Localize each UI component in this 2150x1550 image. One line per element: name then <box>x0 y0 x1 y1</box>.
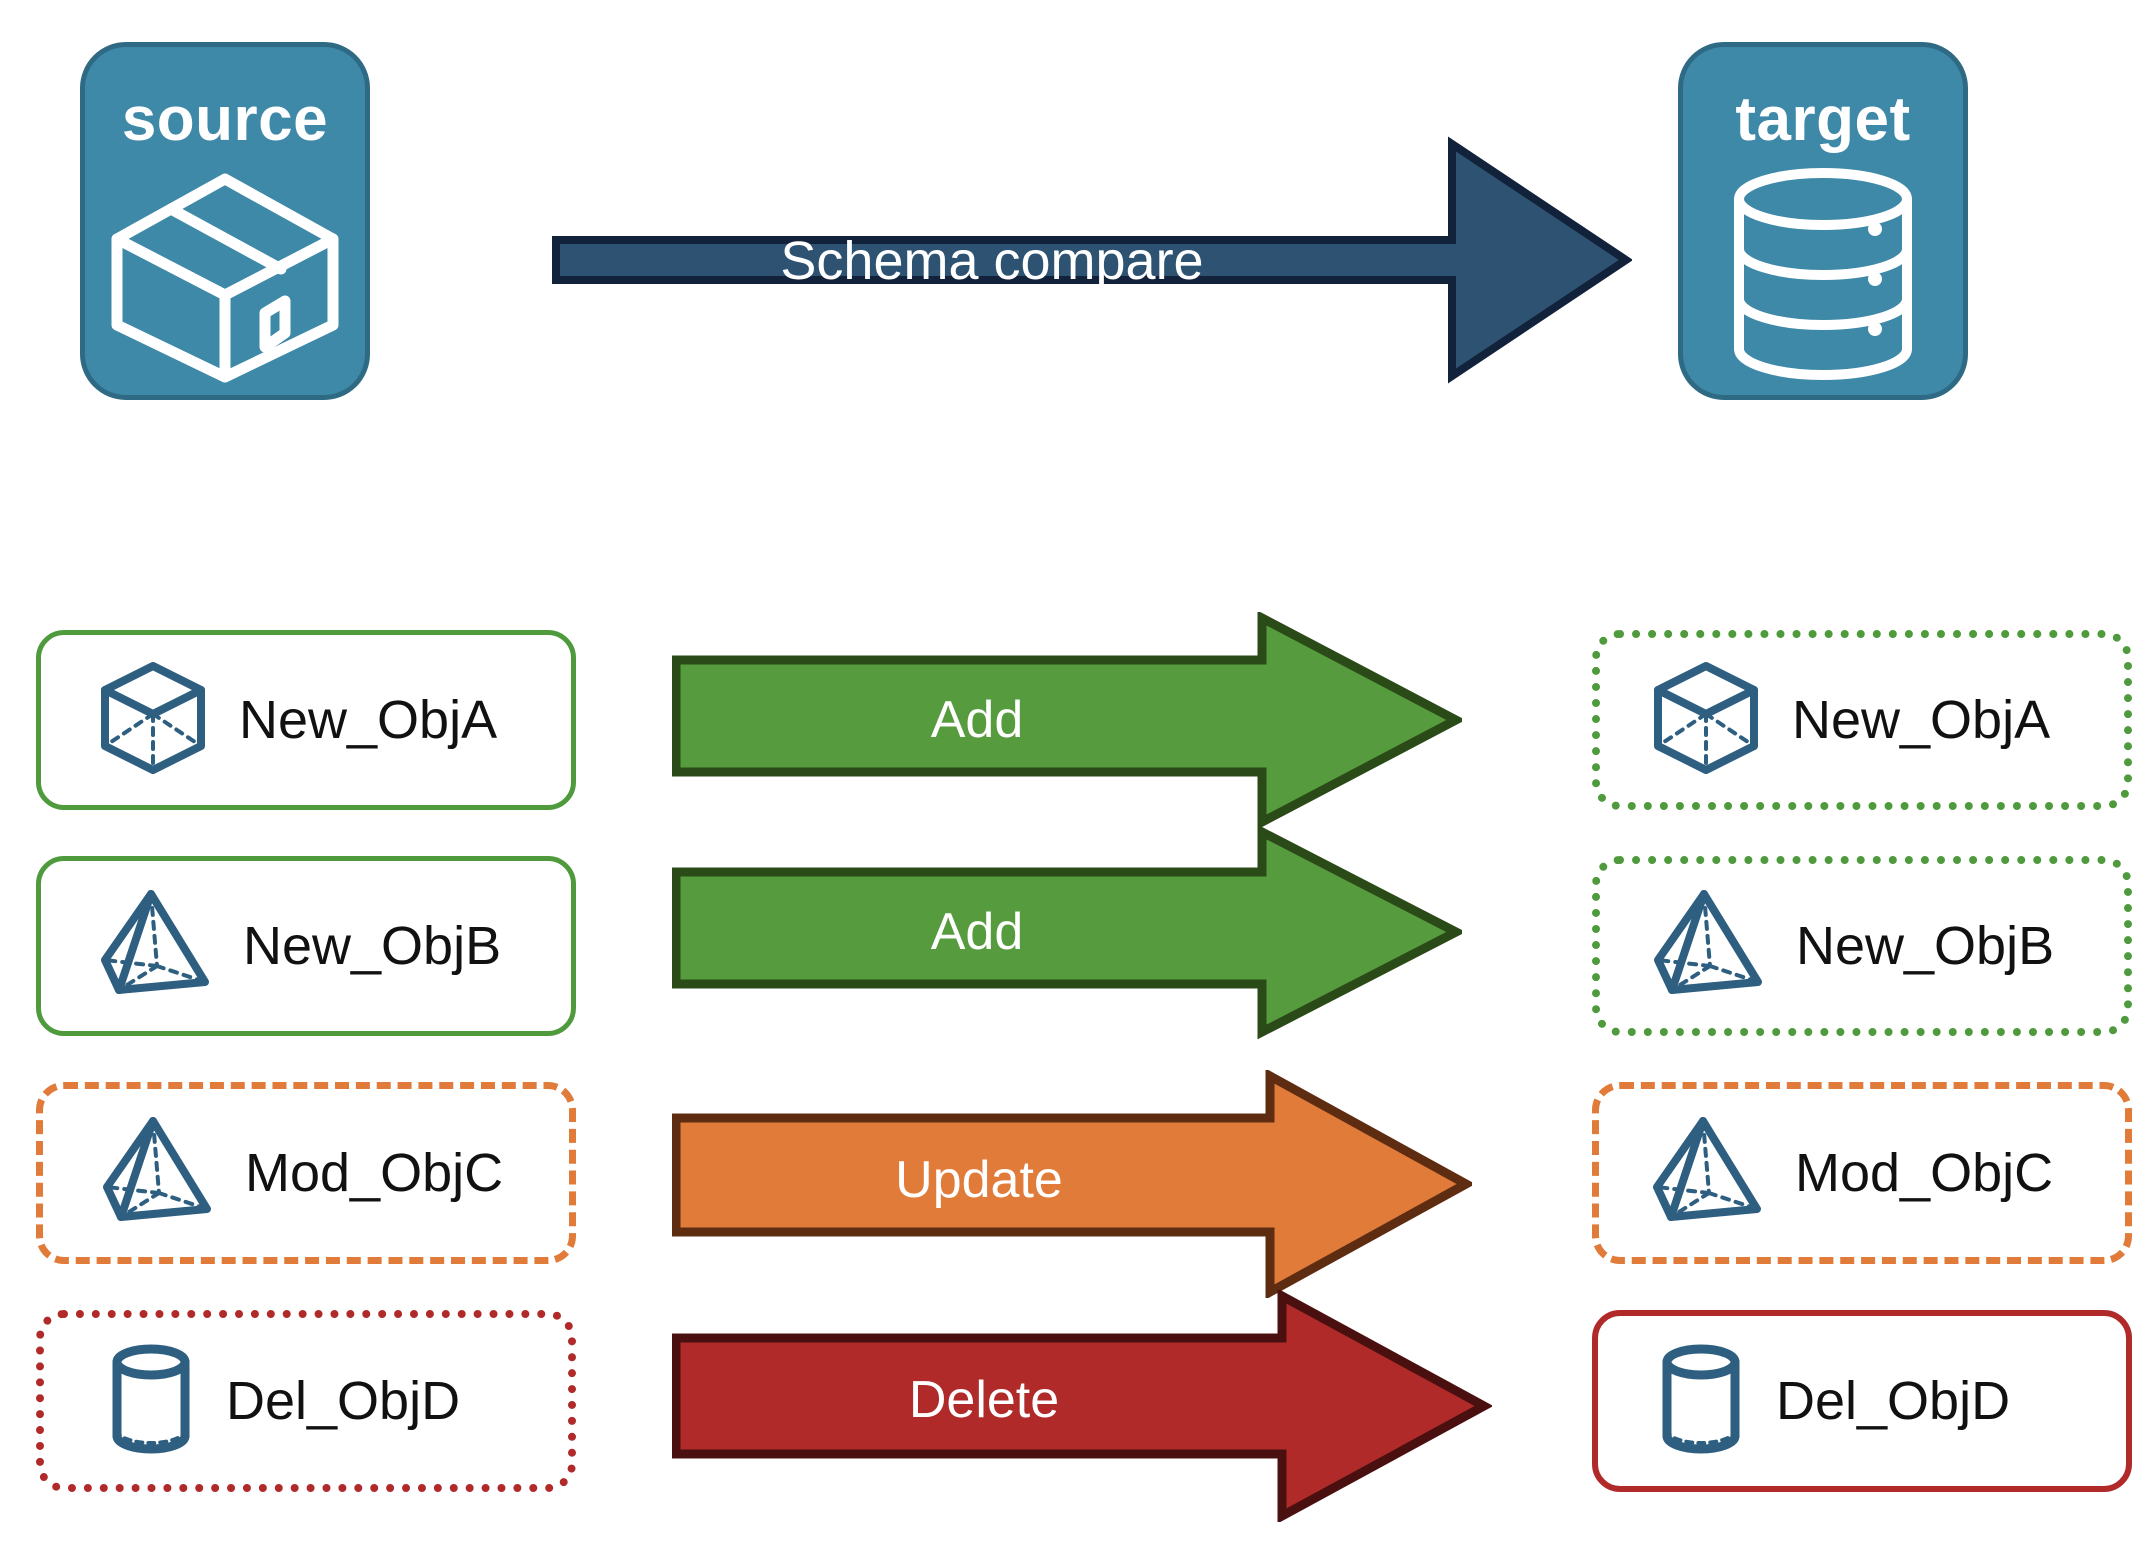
target-object-card-2[interactable]: Mod_ObjC <box>1592 1082 2132 1264</box>
wireframe-pyramid-icon <box>1652 888 1764 1005</box>
action-arrow-1: Add <box>672 826 1462 1042</box>
action-arrow-2: Update <box>672 1070 1472 1298</box>
database-small-cylinder-icon <box>108 1342 194 1461</box>
target-object-label-3: Del_ObjD <box>1776 1371 2011 1431</box>
source-endpoint-title: source <box>121 85 329 154</box>
source-object-card-2[interactable]: Mod_ObjC <box>36 1082 576 1264</box>
action-arrow-3: Delete <box>672 1290 1492 1522</box>
source-object-card-0[interactable]: New_ObjA <box>36 630 576 810</box>
target-object-label-0: New_ObjA <box>1792 690 2051 750</box>
source-object-label-1: New_ObjB <box>243 916 502 976</box>
wireframe-pyramid-icon <box>1651 1115 1763 1232</box>
target-object-label-1: New_ObjB <box>1796 916 2055 976</box>
schema-compare-arrow: Schema compare <box>552 136 1632 384</box>
database-small-cylinder-icon <box>1658 1342 1744 1461</box>
action-arrow-0: Add <box>672 612 1462 828</box>
database-cylinder-icon <box>1713 165 1933 388</box>
target-endpoint-title: target <box>1735 85 1911 154</box>
wireframe-cube-icon <box>1652 660 1760 781</box>
package-box-icon <box>105 165 345 390</box>
wireframe-cube-icon <box>99 660 207 781</box>
source-endpoint-card: source <box>80 42 370 400</box>
source-object-card-1[interactable]: New_ObjB <box>36 856 576 1036</box>
source-object-label-0: New_ObjA <box>239 690 498 750</box>
target-object-card-0[interactable]: New_ObjA <box>1592 630 2132 810</box>
target-object-card-1[interactable]: New_ObjB <box>1592 856 2132 1036</box>
source-object-card-3[interactable]: Del_ObjD <box>36 1310 576 1492</box>
source-object-label-3: Del_ObjD <box>226 1371 461 1431</box>
wireframe-pyramid-icon <box>101 1115 213 1232</box>
target-endpoint-card: target <box>1678 42 1968 400</box>
source-object-label-2: Mod_ObjC <box>245 1143 504 1203</box>
target-object-card-3[interactable]: Del_ObjD <box>1592 1310 2132 1492</box>
target-object-label-2: Mod_ObjC <box>1795 1143 2054 1203</box>
wireframe-pyramid-icon <box>99 888 211 1005</box>
